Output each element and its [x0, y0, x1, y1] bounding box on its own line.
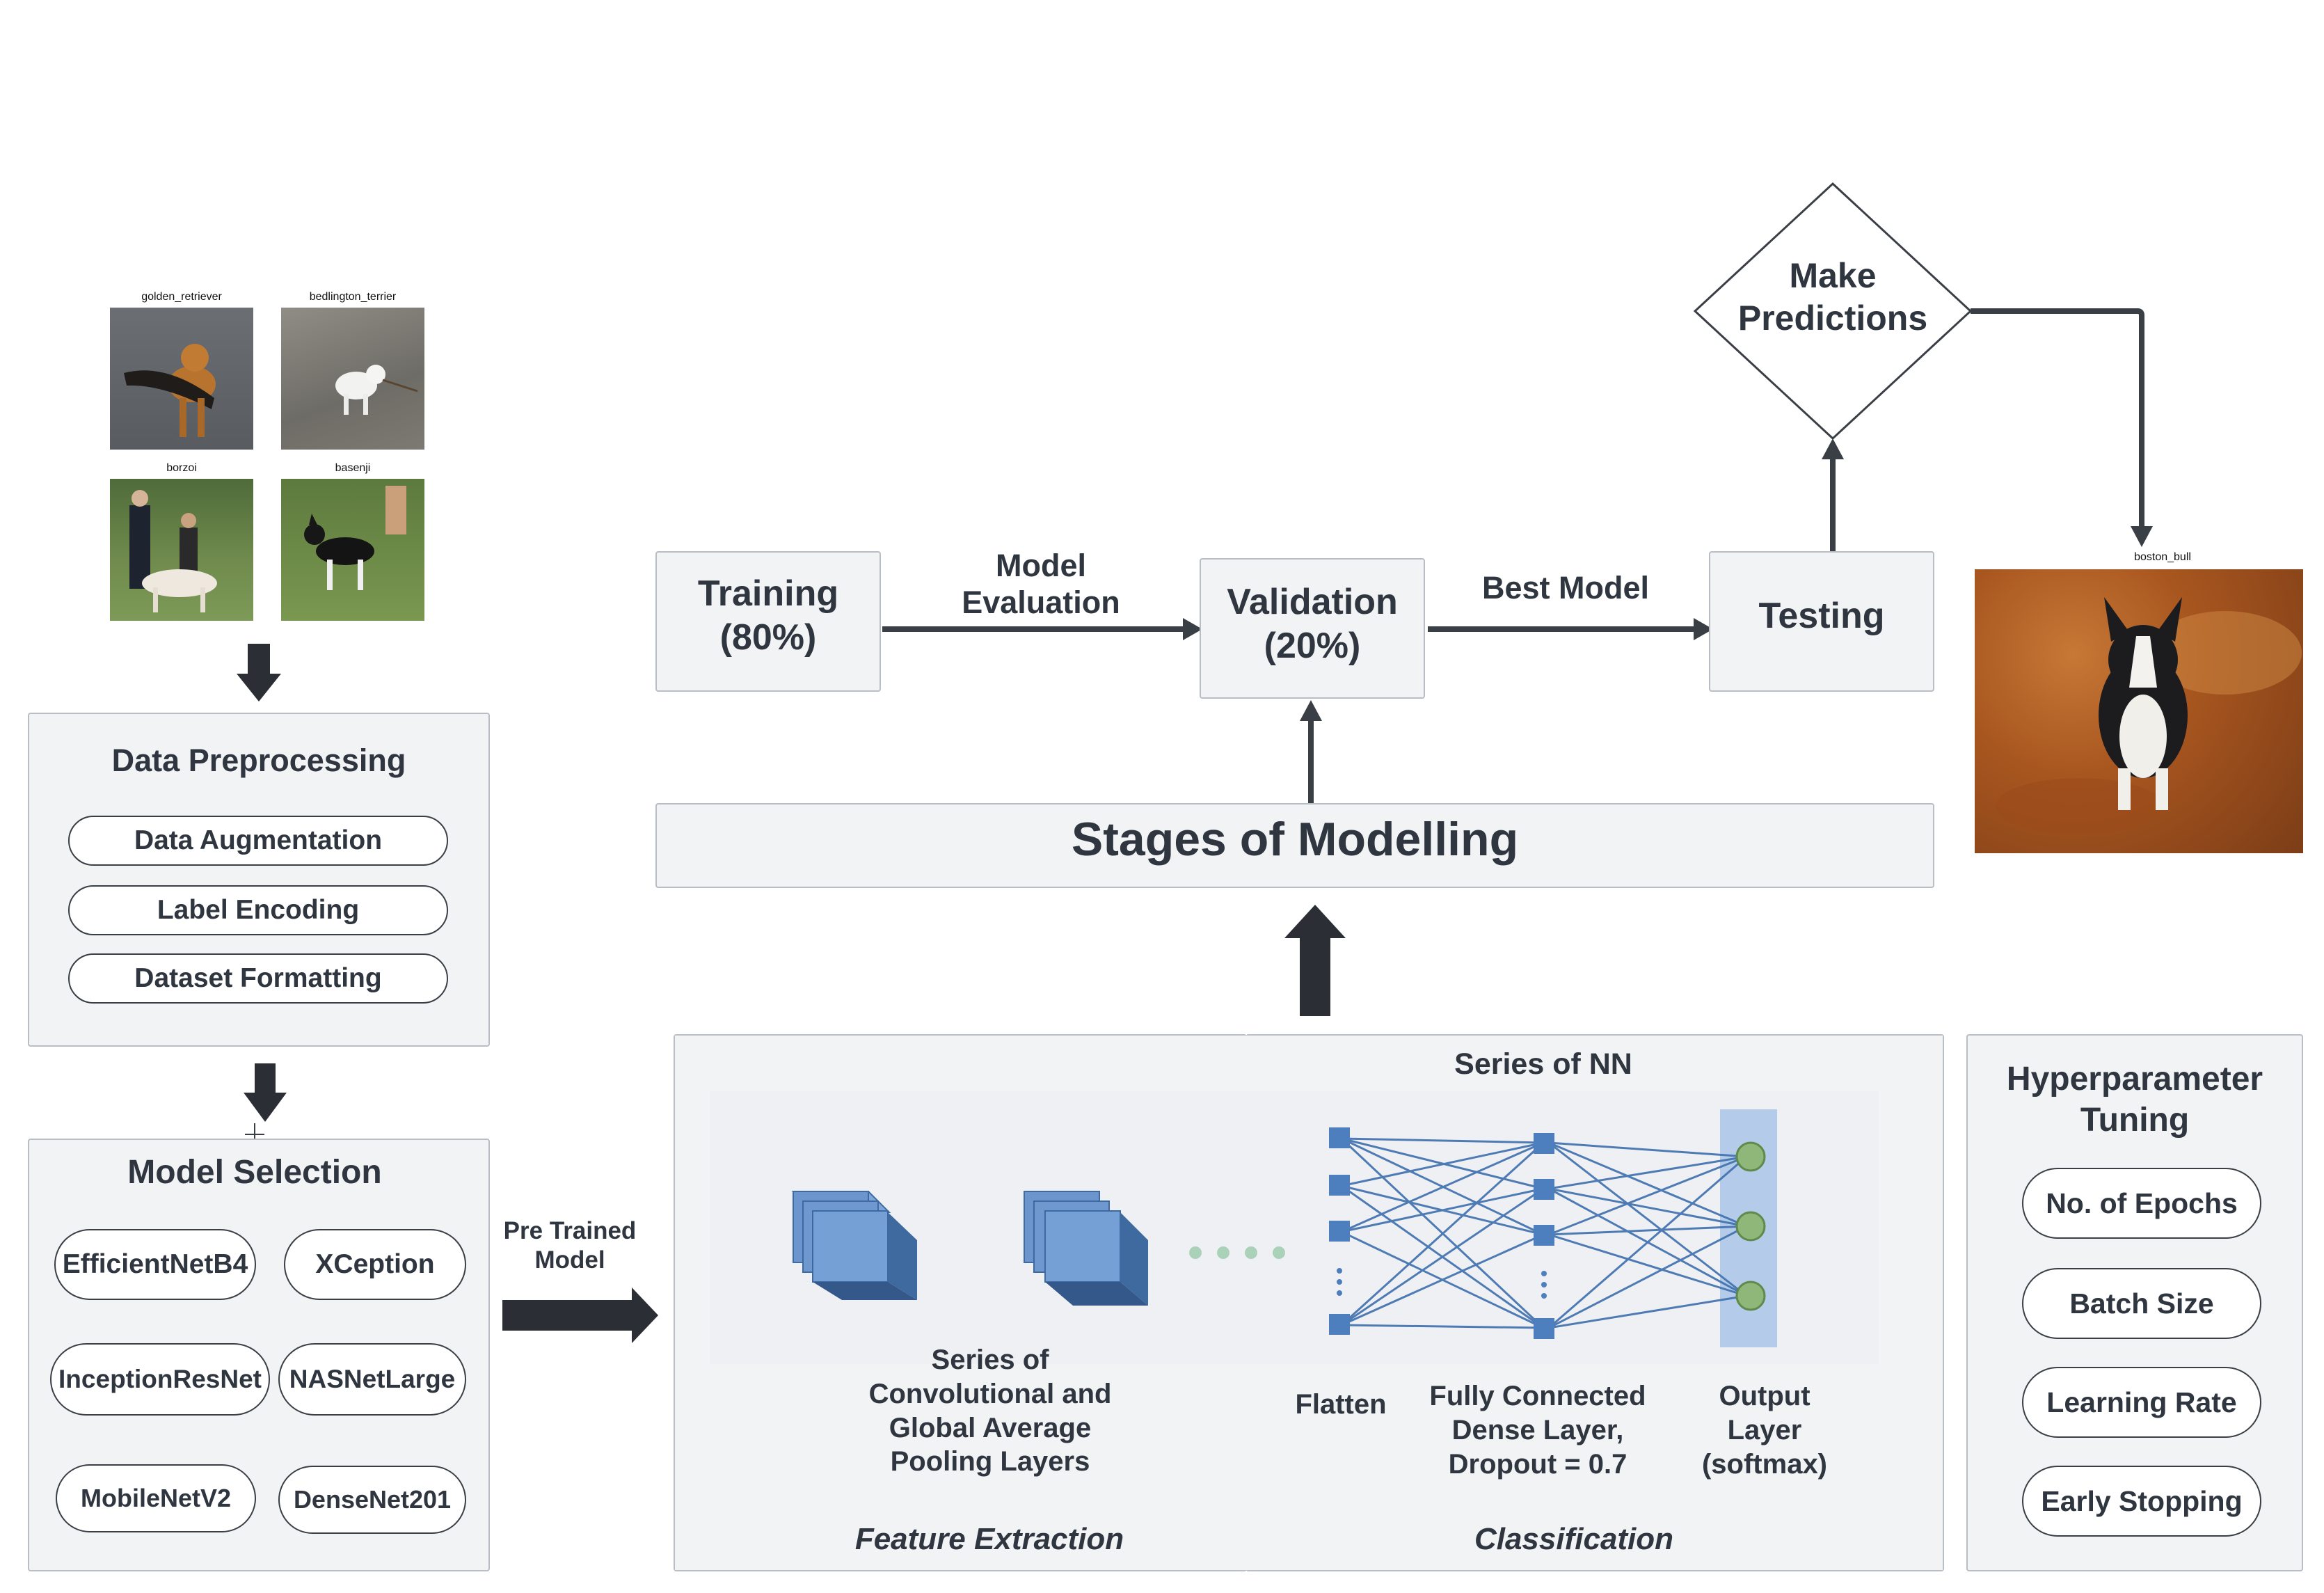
- hyperparameter-early-stopping: Early Stopping: [2022, 1466, 2261, 1537]
- output-layer-label: Output Layer (softmax): [1701, 1381, 1828, 1480]
- arrowhead-testing-to-predictions: [1822, 438, 1844, 459]
- training-node: [655, 551, 881, 692]
- arrowhead-banner-to-validation: [1300, 700, 1322, 721]
- model-nasnetlarge: NASNetLarge: [278, 1343, 466, 1416]
- photo-basenji: [281, 479, 424, 621]
- prediction-image: [1975, 569, 2303, 853]
- validation-node: [1200, 558, 1425, 699]
- arrowhead-predictions-to-image: [2131, 526, 2153, 547]
- nn-layer-flatten: [1329, 1127, 1350, 1335]
- preprocessing-item-data-augmentation: Data Augmentation: [68, 816, 448, 866]
- photo-caption-basenji: basenji: [335, 462, 371, 474]
- block-arrow-preprocessing-to-selection: [244, 1063, 287, 1122]
- nn-title: Series of NN: [1454, 1047, 1632, 1081]
- arrowhead-training-to-validation: [1183, 618, 1202, 640]
- classification-label: Classification: [1474, 1522, 1674, 1556]
- photo-caption-boston-bull: boston_bull: [2134, 551, 2191, 563]
- model-efficientnetb4: EfficientNetB4: [54, 1229, 256, 1300]
- model-evaluation-label: Model Evaluation: [962, 548, 1120, 621]
- photo-caption-golden-retriever: golden_retriever: [141, 291, 222, 303]
- block-arrow-images-to-preprocessing: [237, 644, 281, 702]
- feature-extraction-label: Feature Extraction: [854, 1522, 1124, 1556]
- conv-block-1: [791, 1191, 917, 1300]
- pretrained-model-label: Pre Trained Model: [503, 1217, 637, 1274]
- model-inceptionresnet: InceptionResNet: [50, 1343, 270, 1416]
- photo-borzoi: [110, 479, 253, 621]
- hyperparameter-batch-size: Batch Size: [2022, 1268, 2261, 1339]
- arrow-predictions-to-image: [1971, 308, 2144, 529]
- predictions-diamond: [1693, 182, 1973, 441]
- hyperparameter-learning-rate: Learning Rate: [2022, 1367, 2261, 1438]
- model-selection-title: Model Selection: [127, 1154, 382, 1191]
- block-arrow-nn-to-stages: [1284, 905, 1346, 1016]
- make-predictions-label: Make Predictions: [1737, 256, 1928, 338]
- conv-block-2: [1024, 1191, 1148, 1306]
- photo-caption-bedlington-terrier: bedlington_terrier: [309, 291, 397, 303]
- model-mobilenetv2: MobileNetV2: [56, 1464, 256, 1532]
- conv-layers-label: Series of Convolutional and Global Avera…: [868, 1345, 1112, 1477]
- nn-layer-dense: [1534, 1133, 1554, 1339]
- model-xception: XCeption: [284, 1229, 466, 1300]
- nn-connections-1: [1340, 1137, 1545, 1329]
- stages-banner-title: Stages of Modelling: [1071, 813, 1519, 866]
- dense-layer-label: Fully Connected Dense Layer, Dropout = 0…: [1429, 1381, 1646, 1480]
- nn-connections-2: [1548, 1141, 1747, 1329]
- photo-caption-borzoi: borzoi: [166, 462, 197, 474]
- validation-label: Validation (20%): [1227, 582, 1398, 667]
- testing-label: Testing: [1758, 596, 1885, 636]
- hyperparameter-title: Hyperparameter Tuning: [2006, 1061, 2263, 1139]
- arrowhead-validation-to-testing: [1694, 618, 1713, 640]
- block-arrow-pretrained: [502, 1287, 658, 1343]
- training-label: Training (80%): [697, 573, 839, 658]
- nn-layer-output: [1735, 1141, 1766, 1311]
- model-densenet201: DenseNet201: [278, 1466, 466, 1534]
- flatten-label: Flatten: [1295, 1389, 1387, 1420]
- stages-banner: [655, 803, 1934, 888]
- photo-golden-retriever: [110, 308, 253, 450]
- preprocessing-item-label-encoding: Label Encoding: [68, 885, 448, 935]
- testing-node: [1709, 551, 1934, 692]
- preprocessing-item-dataset-formatting: Dataset Formatting: [68, 953, 448, 1004]
- best-model-label: Best Model: [1481, 570, 1650, 605]
- hyperparameter-epochs: No. of Epochs: [2022, 1168, 2261, 1239]
- photo-bedlington-terrier: [281, 308, 424, 450]
- data-preprocessing-title: Data Preprocessing: [111, 743, 406, 778]
